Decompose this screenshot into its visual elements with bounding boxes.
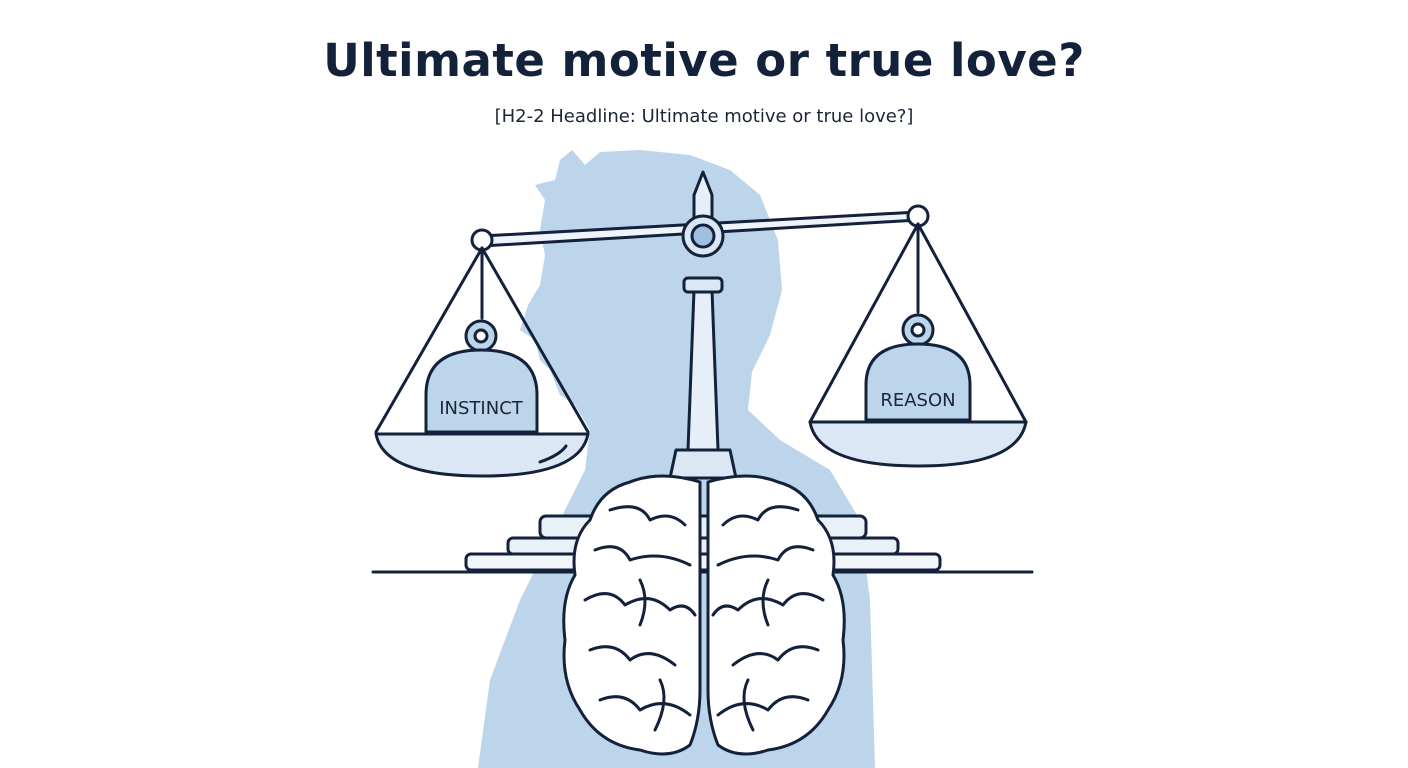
instinct-label: INSTINCT [439, 398, 524, 419]
brain-right-hemisphere [706, 474, 846, 756]
brain-left-hemisphere [562, 474, 702, 756]
beam-center-pivot-inner [690, 223, 716, 249]
post-base [668, 448, 738, 480]
left-weight [424, 348, 539, 434]
right-string [808, 222, 920, 424]
left-string [374, 246, 484, 434]
post-collar [682, 276, 724, 294]
left-pan-highlight [538, 444, 568, 464]
right-string [916, 222, 1028, 424]
headline-subtitle: [H2-2 Headline: Ultimate motive or true … [494, 106, 914, 127]
right-pan [808, 420, 1028, 468]
right-weight-ring-hole [910, 322, 926, 338]
left-weight-ring-hole [473, 328, 489, 344]
left-pan [374, 432, 590, 478]
scale-post [686, 288, 720, 452]
right-weight [864, 342, 972, 422]
headline-title: Ultimate motive or true love? [323, 34, 1085, 87]
reason-label: REASON [880, 390, 955, 411]
brain-folds [583, 505, 825, 732]
left-string [480, 246, 590, 434]
base-plate-middle [506, 536, 900, 556]
base-plate-bottom [464, 552, 942, 572]
